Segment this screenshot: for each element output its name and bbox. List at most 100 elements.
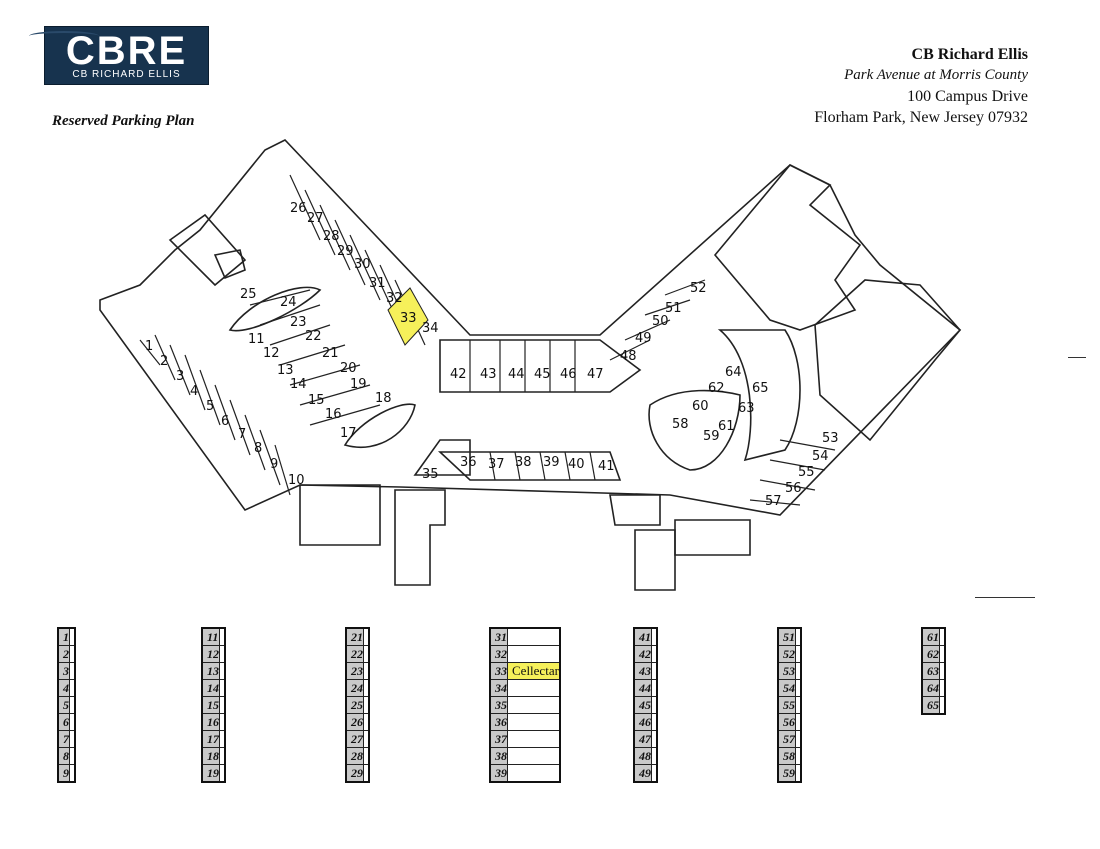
table-row: 52 [777, 645, 802, 663]
table-row: 38 [489, 747, 561, 765]
space-assignee [795, 730, 802, 748]
site-outline [99, 139, 962, 591]
map-stall-label-17: 17 [340, 426, 357, 441]
table-row: 28 [345, 747, 370, 765]
space-assignee [651, 713, 658, 731]
space-number: 34 [489, 679, 508, 697]
table-row: 22 [345, 645, 370, 663]
table-row: 42 [633, 645, 658, 663]
space-assignee [795, 662, 802, 680]
table-row: 11 [201, 627, 226, 646]
space-assignee [506, 747, 561, 765]
map-stall-label-45: 45 [534, 367, 551, 382]
space-number: 15 [201, 696, 220, 714]
space-number: 13 [201, 662, 220, 680]
table-row: 12 [201, 645, 226, 663]
space-number: 21 [345, 627, 364, 646]
map-stall-label-55: 55 [798, 465, 815, 480]
city-address: Florham Park, New Jersey 07932 [814, 109, 1028, 126]
space-assignee [939, 696, 946, 715]
table-row: 57 [777, 730, 802, 748]
map-stall-label-15: 15 [308, 393, 325, 408]
map-stall-label-22: 22 [305, 329, 322, 344]
map-stall-label-50: 50 [652, 314, 669, 329]
space-number: 3 [57, 662, 70, 680]
space-assignee [69, 747, 76, 765]
table-row: 64 [921, 679, 946, 697]
space-number: 58 [777, 747, 796, 765]
space-number: 35 [489, 696, 508, 714]
table-row: 7 [57, 730, 76, 748]
map-stall-label-54: 54 [812, 449, 829, 464]
table-row: 35 [489, 696, 561, 714]
space-assignee [69, 679, 76, 697]
space-assignee [219, 662, 226, 680]
map-stall-label-36: 36 [460, 455, 477, 470]
space-number: 36 [489, 713, 508, 731]
space-assignee [69, 764, 76, 783]
space-assignee [363, 679, 370, 697]
table-row: 2 [57, 645, 76, 663]
space-assignee [506, 764, 561, 783]
space-number: 1 [57, 627, 70, 646]
map-stall-label-61: 61 [718, 419, 735, 434]
space-number: 38 [489, 747, 508, 765]
space-assignee [795, 627, 802, 646]
table-row: 14 [201, 679, 226, 697]
space-assignee [219, 645, 226, 663]
space-assignee [939, 627, 946, 646]
space-number: 54 [777, 679, 796, 697]
map-stall-label-29: 29 [337, 244, 354, 259]
table-row: 8 [57, 747, 76, 765]
space-assignee [651, 645, 658, 663]
space-number: 46 [633, 713, 652, 731]
space-number: 8 [57, 747, 70, 765]
space-assignee [363, 764, 370, 783]
cbre-logo: CBRE CB RICHARD ELLIS [29, 26, 209, 85]
table-row: 15 [201, 696, 226, 714]
map-stall-label-56: 56 [785, 481, 802, 496]
map-stall-label-44: 44 [508, 367, 525, 382]
table-row: 48 [633, 747, 658, 765]
space-number: 63 [921, 662, 940, 680]
space-assignee [219, 730, 226, 748]
table-row: 32 [489, 645, 561, 663]
space-number: 42 [633, 645, 652, 663]
map-stall-label-26: 26 [290, 201, 307, 216]
map-stall-label-58: 58 [672, 417, 689, 432]
property-name: Park Avenue at Morris County [844, 67, 1028, 83]
table-row: 4 [57, 679, 76, 697]
space-assignee [795, 645, 802, 663]
table-row: 31 [489, 627, 561, 646]
space-number: 27 [345, 730, 364, 748]
map-stall-label-13: 13 [277, 363, 294, 378]
space-number: 9 [57, 764, 70, 783]
space-number: 49 [633, 764, 652, 783]
space-number: 22 [345, 645, 364, 663]
space-assignee [219, 747, 226, 765]
map-stall-label-8: 8 [254, 441, 262, 456]
table-row: 46 [633, 713, 658, 731]
space-number: 29 [345, 764, 364, 783]
space-number: 23 [345, 662, 364, 680]
map-stall-label-48: 48 [620, 349, 637, 364]
space-number: 61 [921, 627, 940, 646]
space-number: 26 [345, 713, 364, 731]
space-number: 56 [777, 713, 796, 731]
space-assignee [506, 696, 561, 714]
space-assignee [363, 696, 370, 714]
margin-tick [1068, 357, 1086, 358]
space-assignee [506, 713, 561, 731]
space-assignee [363, 713, 370, 731]
table-row: 63 [921, 662, 946, 680]
table-row: 21 [345, 627, 370, 646]
table-row: 29 [345, 764, 370, 783]
space-assignee [69, 713, 76, 731]
space-number: 16 [201, 713, 220, 731]
space-number: 65 [921, 696, 940, 715]
table-row: 49 [633, 764, 658, 783]
